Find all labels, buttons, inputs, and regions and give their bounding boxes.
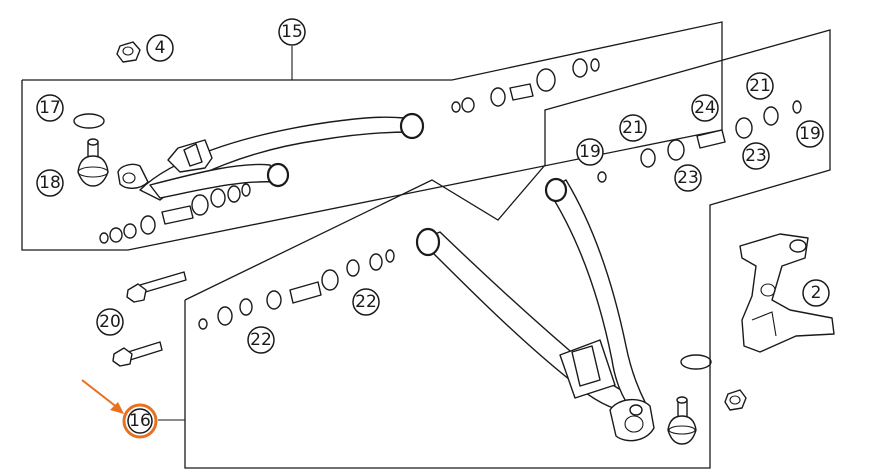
frame-lower-arm-kit <box>184 29 831 469</box>
ball-joint-part-18 <box>77 138 109 187</box>
callout-23-right: 23 <box>742 142 770 170</box>
lower-arm-bushings-upper-row <box>198 249 395 330</box>
callout-19-left: 19 <box>576 138 604 166</box>
svg-text:19: 19 <box>579 142 601 162</box>
svg-text:24: 24 <box>694 98 716 118</box>
callout-23-left: 23 <box>674 164 702 192</box>
callout-21-left: 21 <box>619 114 647 142</box>
circlip-part-17 <box>73 113 105 129</box>
svg-text:2: 2 <box>811 283 822 303</box>
steering-knuckle-part-2 <box>739 233 835 353</box>
svg-text:23: 23 <box>677 168 699 188</box>
upper-a-arm <box>117 112 425 201</box>
upper-arm-bushings-rear <box>451 58 600 113</box>
callout-21-right: 21 <box>746 72 774 100</box>
lower-a-arm <box>415 177 655 442</box>
svg-text:22: 22 <box>250 330 272 350</box>
callout-17: 17 <box>36 94 64 122</box>
ball-joint-lower <box>667 396 697 445</box>
callout-20: 20 <box>96 308 124 336</box>
svg-text:19: 19 <box>799 124 821 144</box>
svg-text:20: 20 <box>99 312 121 332</box>
svg-text:21: 21 <box>749 76 771 96</box>
svg-text:21: 21 <box>622 118 644 138</box>
highlight-arrow-16 <box>81 379 119 409</box>
callout-2: 2 <box>802 279 830 307</box>
svg-text:15: 15 <box>281 22 303 42</box>
callout-15: 15 <box>278 18 306 46</box>
svg-text:16: 16 <box>129 411 151 431</box>
bolt-part-20-long <box>126 271 187 303</box>
kit-bushings-right <box>597 100 802 183</box>
svg-text:23: 23 <box>745 146 767 166</box>
callout-19-right: 19 <box>796 120 824 148</box>
bolt-part-20-short <box>112 341 163 367</box>
nut-part-4 <box>116 41 141 63</box>
callout-4: 4 <box>146 34 174 62</box>
svg-text:4: 4 <box>155 38 166 58</box>
highlight-arrow-head-16 <box>110 402 124 414</box>
circlip-lower <box>680 354 712 370</box>
nut-lower <box>724 389 747 411</box>
callout-16: 16 <box>122 403 158 439</box>
callout-18: 18 <box>36 169 64 197</box>
svg-text:17: 17 <box>39 98 61 118</box>
svg-text:18: 18 <box>39 173 61 193</box>
callout-22-lower: 22 <box>247 326 275 354</box>
svg-text:22: 22 <box>355 292 377 312</box>
callout-24: 24 <box>691 94 719 122</box>
upper-arm-bushings-front <box>99 183 251 244</box>
callout-22-upper: 22 <box>352 288 380 316</box>
